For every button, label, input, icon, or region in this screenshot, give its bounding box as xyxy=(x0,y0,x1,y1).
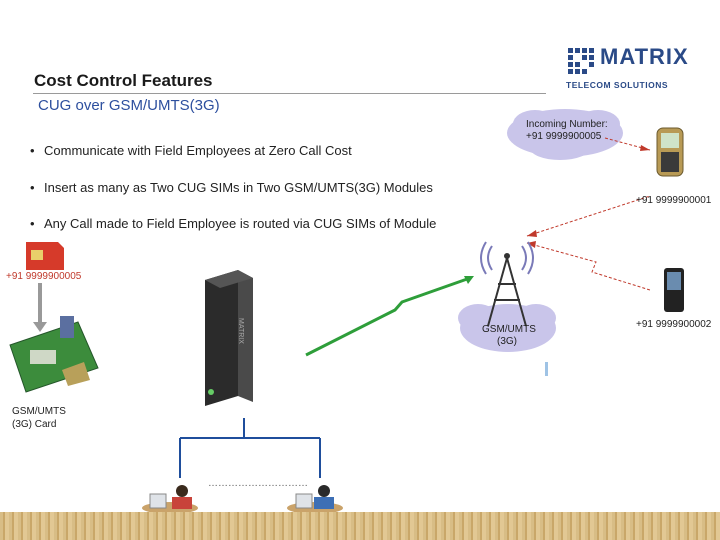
logo-wordmark: MATRIX xyxy=(600,44,689,69)
tower-top xyxy=(504,253,510,259)
matrix-logo xyxy=(566,44,596,76)
page-title: Cost Control Features xyxy=(34,71,213,90)
bullet-item: • Insert as many as Two CUG SIMs in Two G… xyxy=(30,180,433,195)
arrow-heads xyxy=(527,145,650,248)
bullet-dot-icon: • xyxy=(30,180,35,195)
gsm-card-icon xyxy=(9,316,99,393)
wireless-link xyxy=(305,276,471,357)
title-divider xyxy=(33,93,546,94)
bullet-text: Communicate with Field Employees at Zero… xyxy=(44,143,352,158)
bullet-dot-icon: • xyxy=(30,216,35,231)
logo-grid-icon xyxy=(568,48,594,74)
employee-icon-1 xyxy=(142,485,198,514)
bullet-item: • Communicate with Field Employees at Zer… xyxy=(30,143,352,158)
incoming-label: Incoming Number: xyxy=(526,119,608,130)
page-subtitle: CUG over GSM/UMTS(3G) xyxy=(38,97,220,114)
bullet-text: Insert as many as Two CUG SIMs in Two GS… xyxy=(44,180,433,195)
tower-label-line2: (3G) xyxy=(497,336,517,347)
phone2-number: +91 9999900002 xyxy=(636,319,712,330)
phone1-number: +91 9999900001 xyxy=(636,195,712,206)
cug-link-lines xyxy=(526,137,651,291)
incoming-number: +91 9999900005 xyxy=(526,131,602,142)
sim-card-icon xyxy=(26,242,64,270)
link-arrow-head xyxy=(464,276,474,284)
phone-icon-1 xyxy=(656,127,684,177)
bullet-item: • Any Call made to Field Employee is rout… xyxy=(30,216,436,231)
tower-base-mark xyxy=(545,362,548,376)
sim-arrow-head xyxy=(33,322,47,332)
cell-tower-icon xyxy=(480,241,534,327)
sim-number: +91 9999900005 xyxy=(6,271,82,282)
dotted-separator: ………………………… xyxy=(208,478,308,489)
tower-label-line1: GSM/UMTS xyxy=(482,324,536,335)
incoming-cloud-icon xyxy=(507,109,623,160)
bullet-dot-icon: • xyxy=(30,143,35,158)
card-label-line2: (3G) Card xyxy=(12,419,57,430)
bullet-text: Any Call made to Field Employee is route… xyxy=(44,216,437,231)
lan-bus xyxy=(179,418,321,478)
phone-icon-2 xyxy=(664,268,684,312)
pbx-device-icon xyxy=(205,270,253,406)
card-label-line1: GSM/UMTS xyxy=(12,406,66,417)
employee-icon-2 xyxy=(287,485,343,514)
device-brand: MATRIX xyxy=(237,318,244,344)
footer-band xyxy=(0,512,720,540)
logo-tagline: TELECOM SOLUTIONS xyxy=(566,80,668,90)
